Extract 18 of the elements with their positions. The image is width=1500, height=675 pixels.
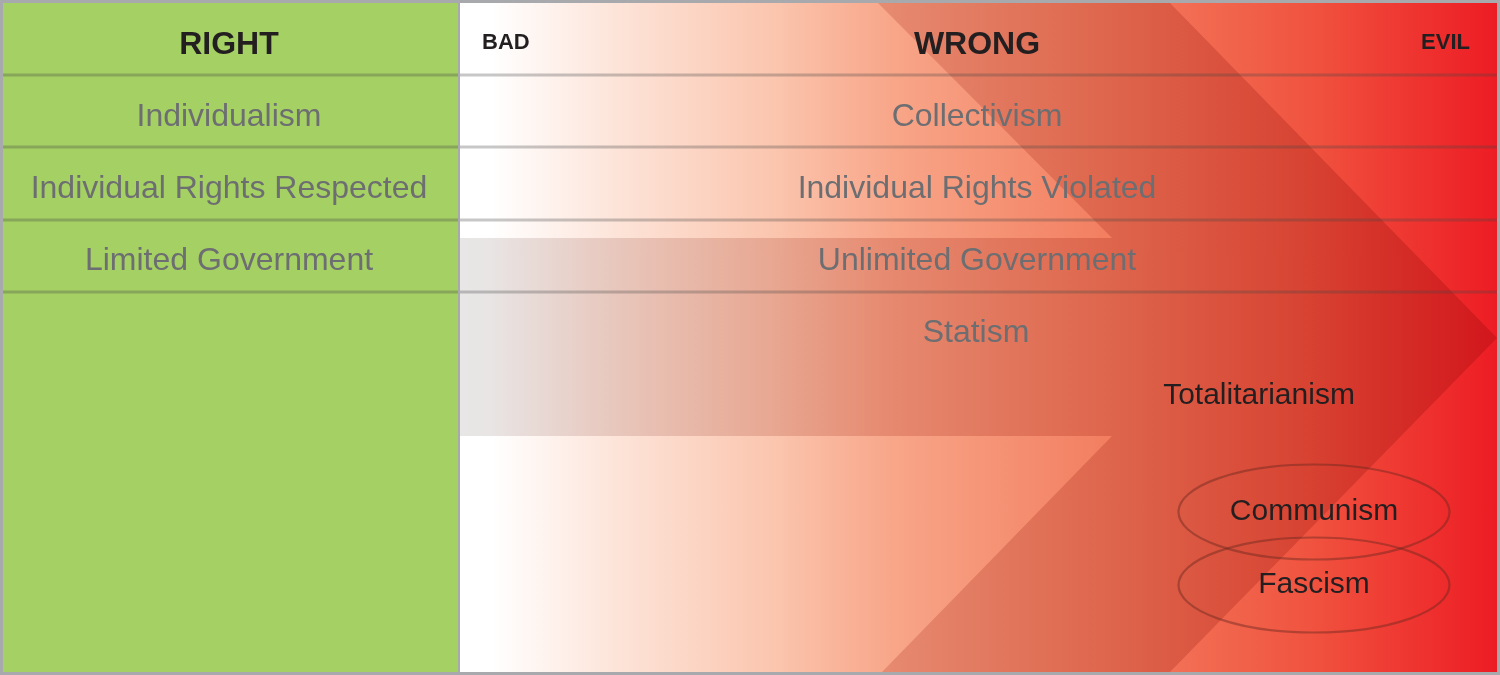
column-heading: WRONG bbox=[913, 24, 1041, 62]
oval-label: Fascism bbox=[1258, 565, 1370, 601]
oval-shape bbox=[1177, 463, 1451, 561]
column-panel bbox=[3, 3, 458, 672]
row-text: Limited Government bbox=[84, 240, 374, 278]
row-text: Collectivism bbox=[891, 96, 1063, 134]
row-text: Individual Rights Violated bbox=[797, 168, 1157, 206]
scale-label: BAD bbox=[482, 29, 530, 55]
term-text: Totalitarianism bbox=[1163, 376, 1355, 412]
row-text: Statism bbox=[922, 312, 1030, 350]
scale-label: EVIL bbox=[1421, 29, 1470, 55]
row-text: Individual Rights Respected bbox=[30, 168, 428, 206]
row-text: Unlimited Government bbox=[817, 240, 1137, 278]
column-heading: RIGHT bbox=[179, 24, 279, 62]
oval-shape bbox=[1177, 536, 1451, 634]
oval-label: Communism bbox=[1229, 492, 1399, 528]
row-text: Individualism bbox=[136, 96, 322, 134]
column-panel bbox=[460, 3, 1497, 672]
